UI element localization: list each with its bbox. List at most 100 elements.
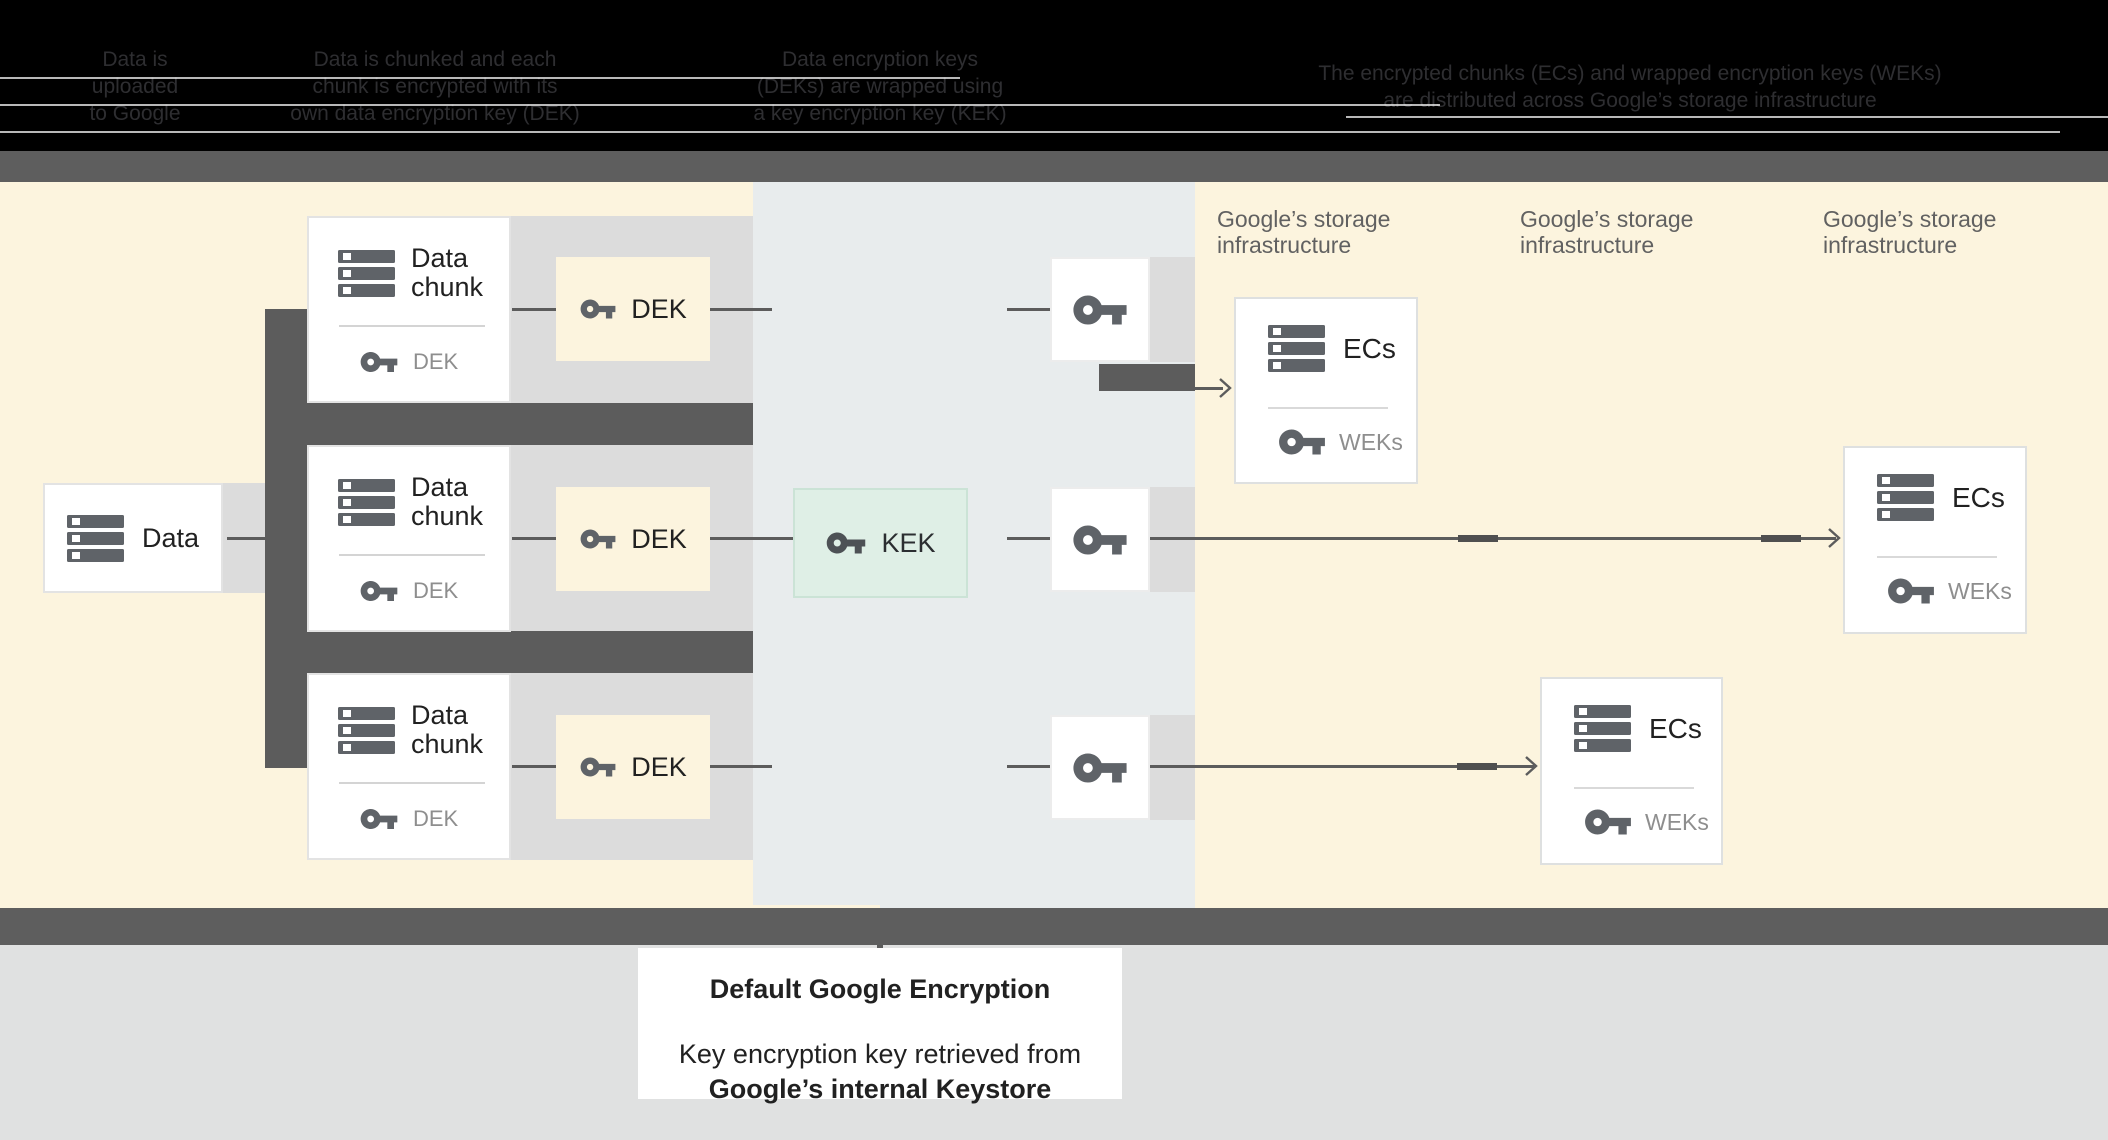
caption-title: Default Google Encryption (709, 974, 1051, 1004)
step-3-text: Data encryption keys (DEKs) are wrapped … (700, 46, 1060, 127)
ec-title: ECs (1343, 333, 1396, 364)
storage-label-1: Google’s storage infrastructure (1217, 206, 1390, 258)
step-3-line-2: (DEKs) are wrapped using (756, 75, 1004, 98)
storage-label-line-1: Google’s storage (1520, 206, 1694, 232)
storage-label-3: Google’s storage infrastructure (1823, 206, 1996, 258)
line-stub-key1 (1007, 308, 1050, 311)
chunk-dek-label: DEK (413, 806, 459, 831)
ec-box: ECs WEKs (1540, 677, 1723, 865)
storage-label-line-2: infrastructure (1823, 232, 1958, 258)
ec-wek-label: WEKs (1645, 808, 1709, 835)
wrapping-key-box (1050, 257, 1150, 362)
storage-label-line-1: Google’s storage (1823, 206, 1997, 232)
step-1-text: Data is uploaded to Google (35, 46, 235, 127)
chunk-divider (339, 782, 485, 784)
ec-divider (1574, 787, 1694, 789)
bottom-divider-bar (0, 908, 2108, 945)
ec-title: ECs (1649, 713, 1702, 744)
key-icon (580, 529, 616, 549)
storage-label-line-1: Google’s storage (1217, 206, 1391, 232)
data-chunk-box: Data chunk DEK (307, 216, 511, 403)
arrow-segment (1457, 763, 1497, 770)
line-stub-key3 (1007, 765, 1050, 768)
arrowhead-icon (1219, 378, 1232, 398)
dek-box: DEK (556, 487, 710, 591)
server-icon (338, 706, 395, 754)
data-box-label: Data (141, 522, 200, 553)
ec-title-row: ECs (1574, 705, 1702, 752)
arrow-segment (1458, 535, 1498, 542)
step-2-line-1: Data is chunked and each (313, 48, 557, 71)
key-icon (580, 757, 616, 777)
ec-wek-row: WEKs (1886, 568, 2012, 614)
chunk-divider (339, 554, 485, 556)
header-band (0, 0, 2108, 151)
chunk-dek-label: DEK (413, 578, 459, 603)
key-icon (360, 581, 398, 601)
key-icon (1888, 578, 1934, 604)
server-icon (338, 478, 395, 526)
chunk-title-line-1: Data (411, 472, 469, 502)
arrow-segment (1761, 535, 1801, 542)
step-2-text: Data is chunked and each chunk is encryp… (255, 46, 615, 127)
chunk-dek-row: DEK (359, 799, 458, 839)
panel-sliver (753, 905, 880, 908)
line-data-to-trunk (227, 537, 265, 540)
line-chunk1-to-dek1 (512, 308, 556, 311)
chunk-title-line-2: chunk (411, 729, 484, 759)
server-icon (1268, 325, 1325, 372)
branch-connector-1 (265, 403, 753, 445)
key-icon (1073, 753, 1127, 782)
step-2-line-2: chunk is encrypted with its (312, 75, 558, 98)
chunk-title-row: Data chunk (338, 473, 483, 531)
chunk-title-line-2: chunk (411, 501, 484, 531)
key-icon (360, 809, 398, 829)
trunk-connector (265, 309, 307, 768)
kek-caption-tick (877, 945, 883, 949)
storage-label-line-2: infrastructure (1217, 232, 1352, 258)
chunk-dek-row: DEK (359, 571, 458, 611)
line-dek1-out (710, 308, 772, 311)
step-3-line-1: Data encryption keys (781, 48, 979, 71)
arrowhead-icon (1525, 756, 1538, 776)
header-hairline (0, 131, 2060, 133)
ec-title-row: ECs (1877, 474, 2005, 521)
chunk-title-line-1: Data (411, 700, 469, 730)
chunk-title-line-1: Data (411, 243, 469, 273)
chunk-dek-label: DEK (413, 349, 459, 374)
header-hairline (0, 104, 1440, 106)
server-icon (1877, 474, 1934, 521)
key-icon (580, 299, 616, 319)
ec-divider (1268, 407, 1388, 409)
step-3-line-3: a key encryption key (KEK) (753, 102, 1007, 125)
key-icon (1073, 525, 1127, 554)
ec-wek-row: WEKs (1583, 799, 1709, 845)
panel-sliver-right (880, 905, 1195, 908)
line-chunk3-to-dek3 (512, 765, 556, 768)
header-hairline (1346, 116, 2108, 118)
key-icon (1279, 429, 1325, 455)
data-chunk-box: Data chunk DEK (307, 445, 511, 632)
caption-body-line-1: Key encryption key retrieved from (678, 1039, 1082, 1069)
data-box: Data (43, 483, 223, 593)
line-dek2-to-kek (710, 537, 793, 540)
chunk-divider (339, 325, 485, 327)
step-4-line-2: are distributed across Google’s storage … (1383, 89, 1877, 112)
data-chunk-box: Data chunk DEK (307, 673, 511, 860)
server-icon (66, 514, 124, 562)
arrow-line-ec3 (1150, 765, 1534, 768)
key-icon (1585, 809, 1631, 835)
wrapping-key-box (1050, 715, 1150, 820)
top-divider-bar (0, 151, 2108, 182)
dek-box: DEK (556, 715, 710, 819)
wrap-output-bar-1 (1099, 364, 1195, 391)
dek-box-label: DEK (631, 751, 687, 782)
step-1-line-3: to Google (89, 102, 181, 125)
key-icon (827, 532, 866, 554)
key-icon (1073, 295, 1127, 324)
chunk-dek-row: DEK (359, 342, 458, 382)
ec-title-row: ECs (1268, 325, 1396, 372)
branch-connector-2 (265, 631, 753, 673)
key-icon (360, 352, 398, 372)
